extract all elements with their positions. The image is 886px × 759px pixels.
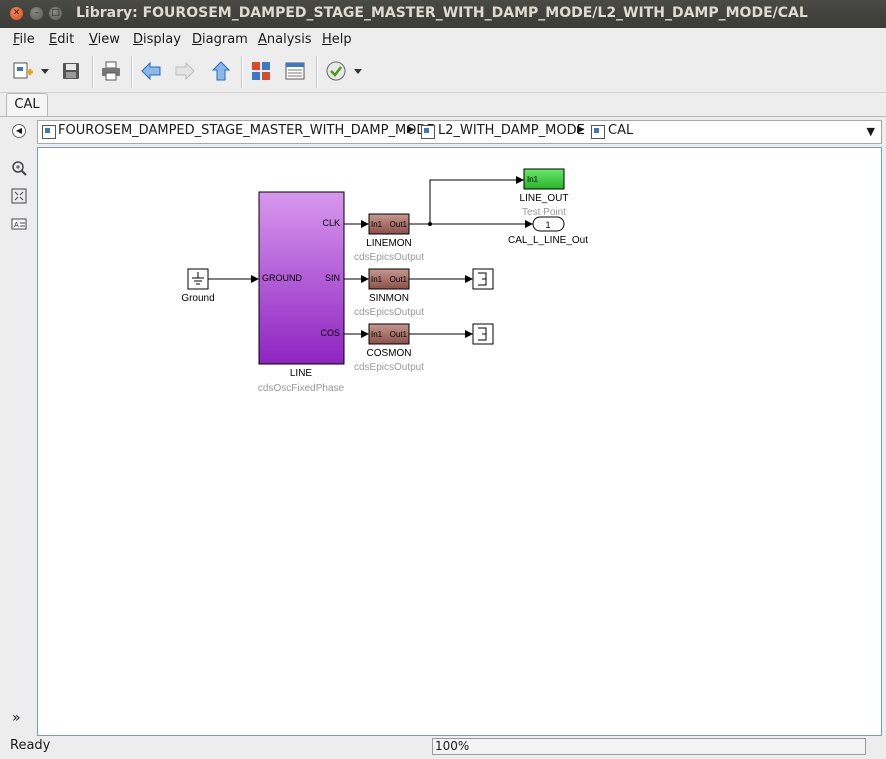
- menu-view[interactable]: View: [89, 32, 120, 47]
- breadcrumb: FOUROSEM_DAMPED_STAGE_MASTER_WITH_DAMP_M…: [37, 120, 882, 144]
- fit-to-view-icon[interactable]: [11, 188, 27, 204]
- line-out-testpoint-block[interactable]: In1 LINE_OUT Test Point: [520, 168, 569, 218]
- menu-file[interactable]: File: [13, 32, 35, 47]
- check-icon[interactable]: [325, 60, 347, 82]
- model-canvas[interactable]: Ground GROUND CLK SIN COS LINE cdsOscFix…: [37, 147, 882, 736]
- svg-text:A: A: [14, 222, 19, 229]
- breadcrumb-separator-icon: ▶: [407, 124, 415, 135]
- line-block-name: LINE: [290, 368, 313, 379]
- save-icon[interactable]: [60, 60, 82, 82]
- subsystem-icon: [591, 125, 605, 139]
- linemon-out-label: Out1: [390, 220, 408, 229]
- breadcrumb-item-l2[interactable]: L2_WITH_DAMP_MODE: [438, 123, 585, 138]
- status-bar: Ready 100%: [0, 736, 886, 759]
- tab-strip: CAL: [0, 92, 886, 116]
- back-arrow-icon[interactable]: [140, 60, 162, 82]
- menu-help[interactable]: Help: [322, 32, 352, 47]
- menu-bar: File Edit View Display Diagram Analysis …: [0, 28, 886, 52]
- cosmon-in-label: In1: [371, 330, 383, 339]
- subsystem-icon: [421, 125, 435, 139]
- cosmon-type: cdsEpicsOutput: [354, 362, 424, 373]
- dropdown-arrow-icon[interactable]: [38, 60, 52, 82]
- close-icon[interactable]: ✕: [10, 7, 23, 20]
- toolbar-separator: [241, 56, 243, 88]
- toolbar-separator: [131, 56, 133, 88]
- cal-l-line-out-port[interactable]: 1 CAL_L_LINE_Out: [508, 216, 588, 246]
- address-bar: ◀ FOUROSEM_DAMPED_STAGE_MASTER_WITH_DAMP…: [0, 116, 886, 145]
- breadcrumb-item-root[interactable]: FOUROSEM_DAMPED_STAGE_MASTER_WITH_DAMP_M…: [58, 123, 435, 138]
- linemon-block[interactable]: In1 Out1 LINEMON cdsEpicsOutput: [354, 213, 424, 263]
- annotation-icon[interactable]: A: [11, 216, 27, 232]
- sinmon-out-label: Out1: [390, 275, 408, 284]
- chevron-down-icon[interactable]: ▼: [866, 125, 875, 138]
- toolbar-separator: [316, 56, 318, 88]
- outport-name: CAL_L_LINE_Out: [508, 235, 588, 246]
- outport-number: 1: [545, 220, 550, 230]
- line-oscillator-block[interactable]: GROUND CLK SIN COS LINE cdsOscFixedPhase: [258, 191, 345, 394]
- cosmon-out-label: Out1: [390, 330, 408, 339]
- testpoint-name: LINE_OUT: [520, 193, 569, 204]
- menu-display[interactable]: Display: [133, 32, 181, 47]
- library-browser-icon[interactable]: [250, 60, 272, 82]
- hide-show-browser-icon[interactable]: ◀: [12, 124, 26, 138]
- diagram-svg: Ground GROUND CLK SIN COS LINE cdsOscFix…: [181, 168, 588, 394]
- port-sin-label: SIN: [325, 273, 340, 283]
- cosmon-name: COSMON: [367, 348, 412, 359]
- toolbar-separator: [92, 56, 94, 88]
- line-block-type: cdsOscFixedPhase: [258, 383, 345, 394]
- linemon-type: cdsEpicsOutput: [354, 252, 424, 263]
- sinmon-name: SINMON: [369, 293, 409, 304]
- signal-branch-line[interactable]: [429, 176, 524, 224]
- maximize-icon[interactable]: □: [49, 7, 62, 20]
- testpoint-type: Test Point: [522, 207, 566, 218]
- terminator-block[interactable]: [472, 268, 494, 290]
- port-clk-label: CLK: [322, 218, 340, 228]
- tab-cal[interactable]: CAL: [6, 93, 48, 116]
- breadcrumb-item-cal[interactable]: CAL: [608, 123, 634, 138]
- zoom-icon[interactable]: [11, 160, 27, 176]
- status-text: Ready: [10, 738, 51, 753]
- breadcrumb-separator-icon: ▶: [577, 124, 585, 135]
- sinmon-block[interactable]: In1 Out1 SINMON cdsEpicsOutput: [354, 268, 424, 318]
- up-arrow-icon[interactable]: [210, 60, 232, 82]
- side-palette: A »: [0, 148, 36, 738]
- ground-label: Ground: [181, 293, 214, 304]
- toolbar: [0, 52, 886, 93]
- branch-point: [428, 222, 432, 226]
- minimize-icon[interactable]: –: [30, 7, 43, 20]
- sinmon-in-label: In1: [371, 275, 383, 284]
- forward-arrow-icon[interactable]: [174, 60, 196, 82]
- menu-analysis[interactable]: Analysis: [258, 32, 312, 47]
- window-title: Library: FOUROSEM_DAMPED_STAGE_MASTER_WI…: [76, 5, 808, 21]
- port-cos-label: COS: [320, 328, 340, 338]
- linemon-name: LINEMON: [366, 238, 412, 249]
- testpoint-in-label: In1: [527, 175, 539, 184]
- model-explorer-icon[interactable]: [284, 60, 306, 82]
- expand-palette-icon[interactable]: »: [12, 710, 21, 726]
- print-icon[interactable]: [100, 60, 122, 82]
- terminator-block[interactable]: [472, 323, 494, 345]
- title-bar: ✕ – □ Library: FOUROSEM_DAMPED_STAGE_MAS…: [0, 0, 886, 28]
- menu-edit[interactable]: Edit: [49, 32, 75, 47]
- port-ground-label: GROUND: [262, 273, 302, 283]
- ground-block[interactable]: Ground: [181, 268, 215, 304]
- model-icon: [42, 125, 56, 139]
- menu-diagram[interactable]: Diagram: [192, 32, 248, 47]
- zoom-level: 100%: [432, 738, 866, 755]
- linemon-in-label: In1: [371, 220, 383, 229]
- sinmon-type: cdsEpicsOutput: [354, 307, 424, 318]
- dropdown-arrow-icon[interactable]: [351, 60, 365, 82]
- cosmon-block[interactable]: In1 Out1 COSMON cdsEpicsOutput: [354, 323, 424, 373]
- new-model-icon[interactable]: [12, 60, 34, 82]
